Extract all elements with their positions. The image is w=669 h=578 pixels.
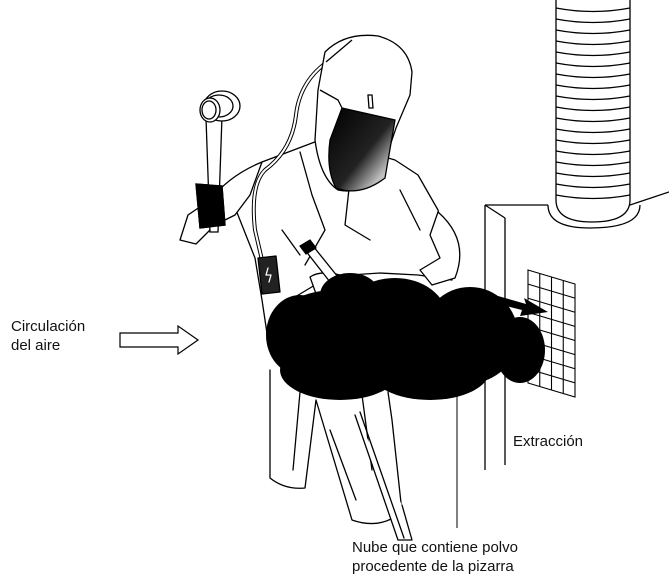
duct-ring [555, 139, 631, 145]
duct-ring [555, 117, 631, 123]
extraction-label: Extracción [513, 433, 584, 450]
duct-ring [555, 128, 631, 134]
duct-ring [555, 150, 631, 156]
duct-ring [555, 18, 631, 24]
duct-ring [555, 106, 631, 112]
grille-bar [527, 283, 576, 299]
extraction-flow-arrow [498, 296, 548, 316]
duct-ring [555, 29, 631, 35]
duct-ring [555, 40, 631, 46]
duct-ring [555, 172, 631, 178]
dust-cloud [266, 273, 545, 400]
duct-ring [555, 62, 631, 68]
duct-ring [555, 183, 631, 189]
grille-bar [527, 297, 576, 313]
duct-ring [555, 51, 631, 57]
hammer [195, 90, 241, 233]
air-circulation-arrow [119, 324, 200, 356]
duct-ring [555, 7, 631, 13]
duct-ring [555, 161, 631, 167]
grille-bar [527, 311, 576, 327]
protective-helmet [314, 34, 413, 192]
duct-ring [555, 194, 631, 200]
duct-ring [555, 95, 631, 101]
dust-cloud-label: Nube que contiene polvo procedente de la… [352, 539, 518, 575]
extraction-duct [547, 0, 641, 229]
duct-ring [555, 73, 631, 79]
duct-ring [555, 84, 631, 90]
air-circulation-label: Circulación del aire [11, 318, 86, 354]
